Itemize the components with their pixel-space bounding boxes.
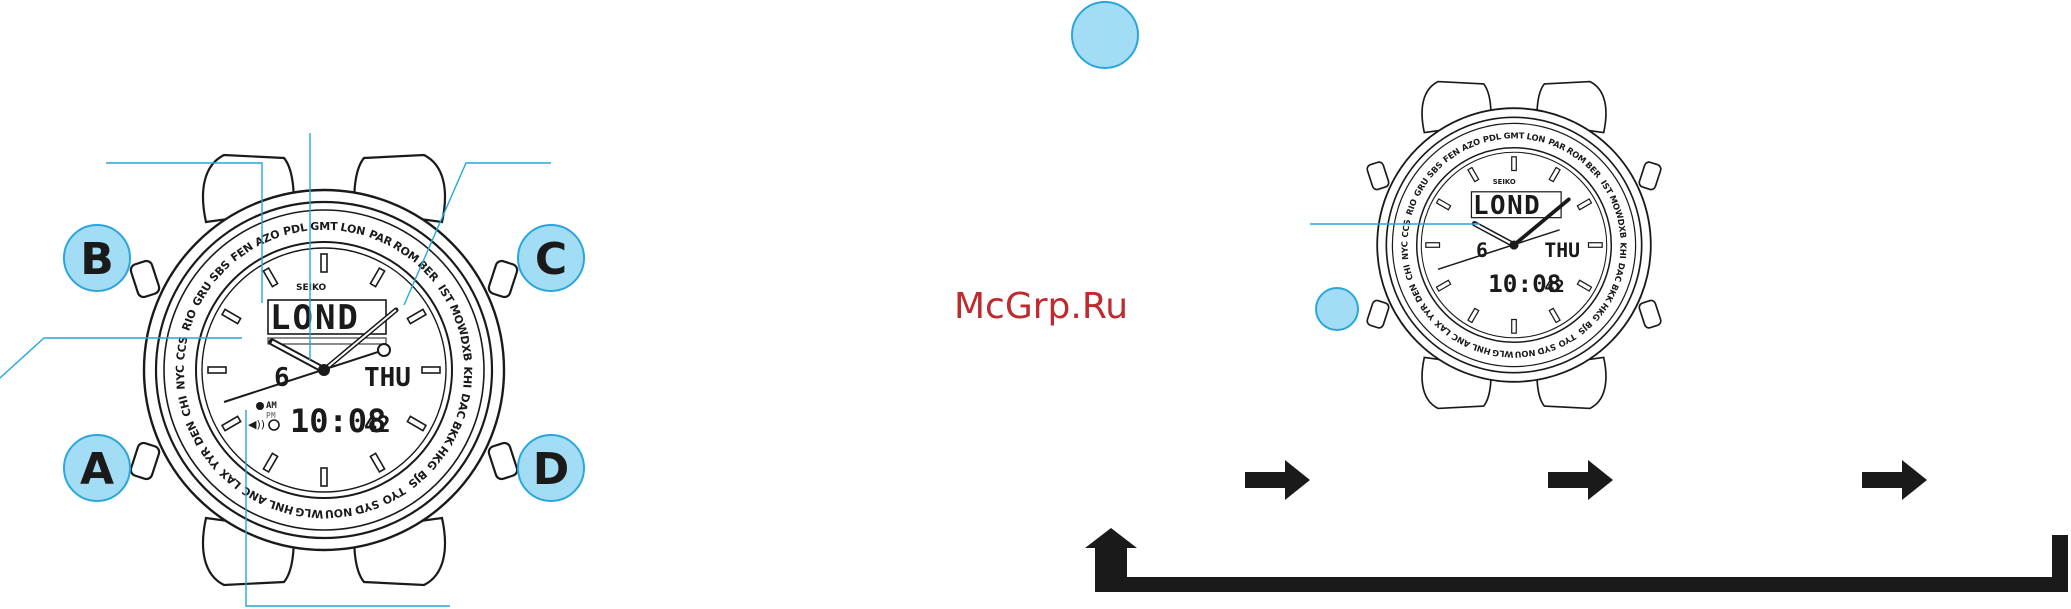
bezel-city-code: NYC	[1399, 241, 1410, 260]
hour-index-mark	[369, 266, 386, 288]
watch-hands	[223, 307, 399, 403]
hour-index-mark	[220, 308, 242, 325]
bezel-city-code: CCS	[174, 335, 191, 361]
bezel-city-code: LON	[339, 221, 366, 239]
brand-logo: SEIKO	[1493, 178, 1516, 186]
bezel-city-code: PDL	[282, 221, 308, 239]
watermark-text: McGrp.Ru	[954, 286, 1128, 327]
hour-index-mark	[262, 266, 279, 288]
bezel-city-code: PDL	[1482, 131, 1503, 145]
button-c-marker: C	[517, 224, 585, 292]
hour-index-mark	[1576, 198, 1593, 211]
bezel-city-code: LON	[1526, 131, 1547, 145]
hour-index-mark	[1587, 242, 1603, 248]
step-marker-small	[1315, 287, 1359, 331]
hour-index-mark	[406, 415, 428, 432]
bezel-city-code: DXB	[457, 334, 474, 362]
hour-indices	[1425, 156, 1603, 334]
step-marker-top	[1071, 1, 1139, 69]
flow-arrow-2	[1548, 460, 1613, 500]
bezel-city-code: DAC	[1613, 262, 1628, 283]
hour-index-mark	[1576, 279, 1593, 292]
chime-icon: ◀))	[248, 418, 265, 431]
lcd-seconds: 42	[364, 413, 391, 438]
button-d-marker: D	[517, 434, 585, 502]
svg-text:A: A	[80, 444, 114, 495]
hour-index-mark	[207, 366, 227, 374]
flow-arrow-3	[1862, 460, 1927, 500]
pm-label: PM	[266, 411, 276, 420]
hour-index-mark	[1511, 318, 1517, 334]
hour-index-mark	[1467, 307, 1480, 324]
svg-text:B: B	[80, 234, 114, 285]
bezel-city-code: DXB	[1616, 218, 1629, 239]
svg-text:C: C	[535, 234, 567, 285]
lcd-city: LOND	[270, 298, 360, 338]
bezel-city-code: NOU	[324, 505, 353, 521]
lcd-weekday: THU	[364, 363, 411, 393]
lcd-time: 10:08	[290, 402, 386, 440]
lcd-city: LOND	[1473, 191, 1541, 221]
brand-logo: SEIKO	[296, 283, 327, 293]
bezel-city-code: KHI	[460, 366, 474, 388]
svg-text:D: D	[533, 444, 570, 495]
hour-index-mark	[421, 366, 441, 374]
alarm-indicator-icon	[256, 402, 264, 410]
lcd-time: 10:08	[1488, 269, 1561, 298]
hour-index-mark	[1548, 307, 1561, 324]
bezel-city-code: NOU	[1514, 348, 1536, 360]
bezel-city-code: WLG	[295, 505, 324, 521]
lcd-date: 6	[1476, 239, 1488, 262]
hour-index-mark	[1425, 242, 1441, 248]
bezel-city-code: GMT	[310, 220, 338, 233]
hour-index-mark	[1548, 166, 1561, 183]
stopwatch-icon	[268, 419, 280, 431]
bezel-city-code: GMT	[1504, 131, 1525, 141]
leader-lines-left	[0, 133, 551, 607]
flow-arrow-1	[1245, 460, 1310, 500]
bezel-city-code: WLG	[1492, 348, 1514, 360]
bezel-city-code: KHI	[1618, 242, 1629, 259]
return-loop-arrow	[1085, 528, 2068, 592]
am-label: AM	[266, 401, 277, 411]
upper-lcd: LOND	[267, 298, 387, 345]
hour-index-mark	[406, 308, 428, 325]
hour-index-mark	[320, 253, 328, 273]
bezel-city-code: DAC	[453, 392, 472, 420]
hour-index-mark	[220, 415, 242, 432]
button-b-marker: B	[63, 224, 131, 292]
hour-index-mark	[1467, 166, 1480, 183]
lcd-date: 6	[274, 363, 290, 393]
lcd-weekday: THU	[1544, 239, 1580, 262]
bezel-city-code: CHI	[1401, 263, 1415, 281]
hour-index-mark	[1435, 279, 1452, 292]
bezel-city-code: NYC	[174, 365, 188, 390]
hour-index-mark	[1435, 198, 1452, 211]
hour-index-mark	[369, 452, 386, 474]
hour-index-mark	[1511, 156, 1517, 172]
lcd-seconds: 42	[1544, 276, 1564, 296]
hour-indices	[207, 253, 441, 487]
hour-index-mark	[262, 452, 279, 474]
bezel-city-code: CHI	[176, 394, 194, 418]
hour-index-mark	[320, 467, 328, 487]
button-a-marker: A	[63, 434, 131, 502]
